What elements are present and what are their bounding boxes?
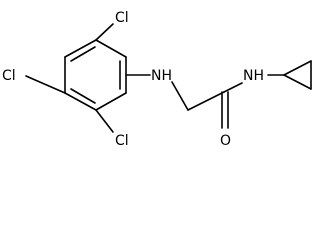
ring-bond-bottom-right — [95, 92, 127, 111]
cyclopropyl-bond-1 — [283, 60, 312, 76]
bond-nh-ch2 — [171, 81, 189, 111]
ring-bond-top — [95, 39, 127, 58]
bond-cl-bottom — [95, 109, 114, 133]
chlorine-label-top: Cl — [115, 10, 129, 26]
bond-cl-left — [25, 75, 66, 94]
benzene-ring — [64, 39, 127, 111]
bond-ch2-co — [187, 91, 225, 111]
ring-bond-top-left — [64, 39, 97, 58]
bond-cl-top — [95, 23, 114, 41]
ring-bond-bottom-left — [64, 92, 97, 111]
cyclopropyl-bond-3 — [283, 74, 312, 90]
ring-bond-top-left-inner — [70, 46, 96, 62]
cyclopropyl-ring — [283, 60, 312, 90]
structure-diagram: Cl Cl Cl NH NH O — [2, 10, 312, 149]
chlorine-label-left: Cl — [2, 68, 16, 84]
chlorine-label-bottom: Cl — [115, 133, 129, 149]
ring-bond-bottom-left-inner — [70, 88, 96, 104]
oxygen-label: O — [220, 133, 231, 149]
bond-co-nh — [223, 82, 243, 93]
amine-nh-label: NH — [151, 68, 172, 84]
amide-nh-label: NH — [243, 68, 264, 84]
